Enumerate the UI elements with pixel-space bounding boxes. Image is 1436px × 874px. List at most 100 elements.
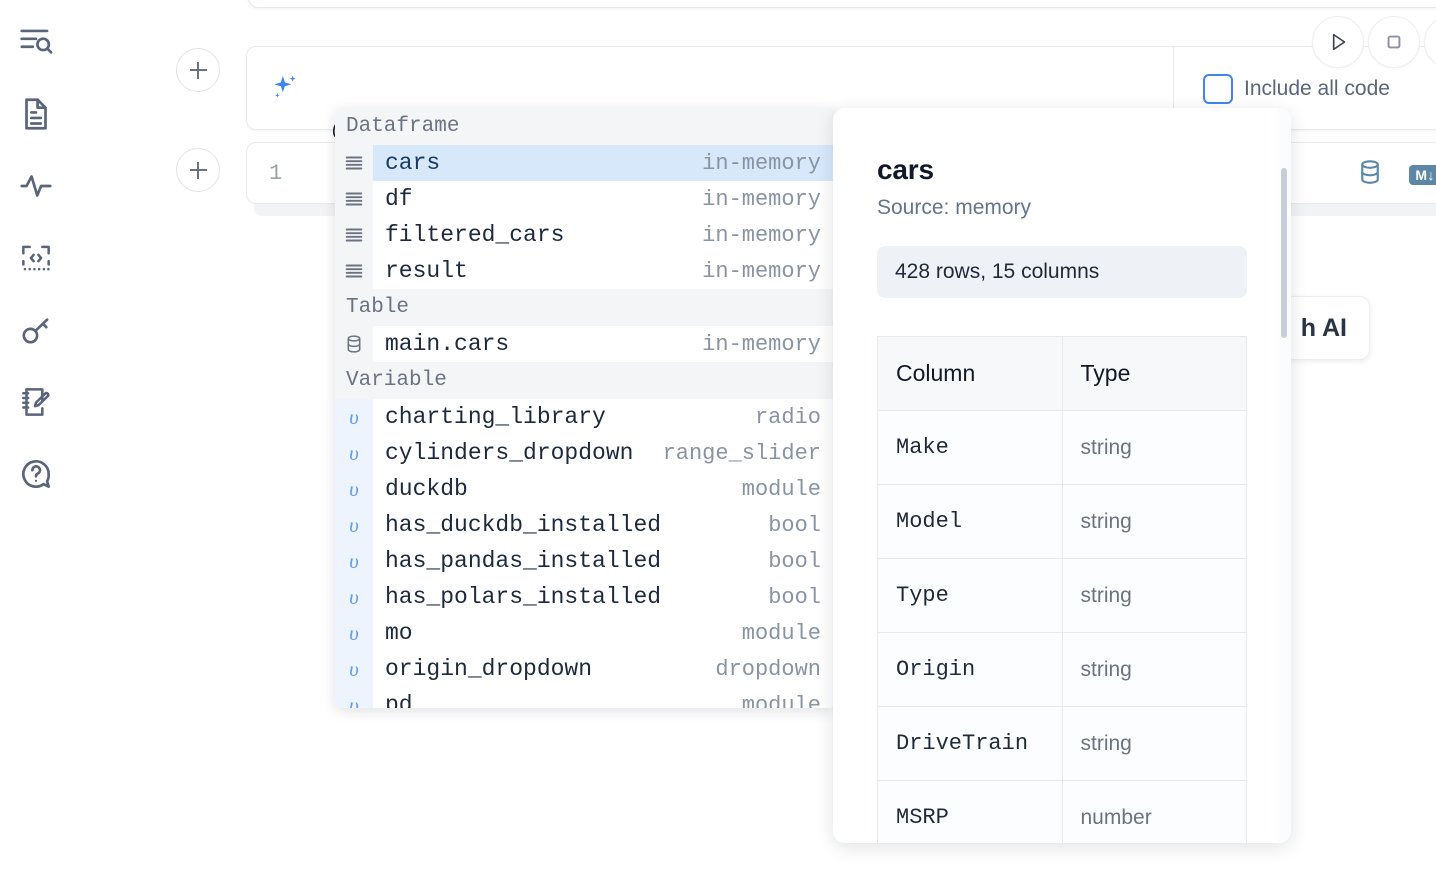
- autocomplete-item-name: has_polars_installed: [385, 584, 662, 610]
- preview-scrollbar-thumb[interactable]: [1281, 168, 1287, 338]
- autocomplete-item-kind: module: [741, 692, 821, 709]
- dataframe-rows-icon: [335, 145, 373, 181]
- help-chat-icon[interactable]: [12, 450, 60, 498]
- plus-icon-vertical: [197, 61, 199, 79]
- plus-icon-vertical: [197, 161, 199, 179]
- schema-column-type: string: [1061, 410, 1247, 485]
- preview-source: Source: memory: [877, 196, 1032, 219]
- left-icon-rail: [0, 0, 72, 874]
- activity-icon[interactable]: [12, 162, 60, 210]
- key-icon[interactable]: [12, 306, 60, 354]
- include-all-code-checkbox[interactable]: [1203, 74, 1233, 104]
- schema-column-name: Make: [877, 410, 1063, 485]
- autocomplete-item-name: charting_library: [385, 404, 606, 430]
- autocomplete-item-kind: bool: [768, 512, 821, 538]
- autocomplete-item-name: df: [385, 186, 413, 212]
- include-all-code-row[interactable]: Include all code: [1203, 74, 1390, 104]
- autocomplete-item-name: origin_dropdown: [385, 656, 593, 682]
- autocomplete-item-kind: module: [741, 620, 821, 646]
- include-all-code-label: Include all code: [1244, 77, 1390, 100]
- scratchpad-edit-icon[interactable]: [12, 378, 60, 426]
- schema-column-type: number: [1061, 780, 1247, 843]
- autocomplete-item-body: pd module: [373, 687, 835, 708]
- autocomplete-group-header: Table: [335, 289, 835, 326]
- preview-scrollbar-track[interactable]: [1277, 108, 1291, 843]
- autocomplete-item-kind: in-memory: [702, 258, 821, 284]
- autocomplete-group-header: Variable: [335, 362, 835, 399]
- variable-upsilon-icon: υ: [335, 651, 373, 687]
- database-icon[interactable]: [1355, 157, 1385, 192]
- autocomplete-item-body: cars in-memory: [373, 145, 835, 181]
- autocomplete-item-kind: in-memory: [702, 331, 821, 357]
- file-text-icon[interactable]: [12, 90, 60, 138]
- markdown-icon[interactable]: M↓: [1409, 164, 1436, 185]
- previous-cell-edge: [248, 0, 1436, 8]
- header-column: Column: [877, 336, 1063, 411]
- autocomplete-item-name: cars: [385, 150, 441, 176]
- autocomplete-item-name: has_duckdb_installed: [385, 512, 662, 538]
- variable-upsilon-icon: υ: [335, 507, 373, 543]
- variable-upsilon-icon: υ: [335, 399, 373, 435]
- autocomplete-item-name: has_pandas_installed: [385, 548, 662, 574]
- variable-upsilon-icon: υ: [335, 615, 373, 651]
- cell-icon-group: M↓: [1355, 157, 1436, 192]
- dataframe-rows-icon: [335, 253, 373, 289]
- run-button[interactable]: [1312, 16, 1364, 68]
- add-cell-above-button[interactable]: [176, 48, 220, 92]
- variable-upsilon-icon: υ: [335, 687, 373, 708]
- preview-table-head: Column Type: [877, 336, 1247, 411]
- database-icon: [335, 326, 373, 362]
- autocomplete-item-name: filtered_cars: [385, 222, 565, 248]
- dataset-preview-panel: cars Source: memory 428 rows, 15 columns…: [833, 108, 1291, 843]
- autocomplete-item-body: main.cars in-memory: [373, 326, 835, 362]
- add-cell-below-button[interactable]: [176, 148, 220, 192]
- line-number: 1: [269, 161, 283, 186]
- schema-column-name: MSRP: [877, 780, 1063, 843]
- autocomplete-item[interactable]: υ has_duckdb_installed bool: [335, 507, 835, 543]
- autocomplete-item-name: pd: [385, 692, 413, 708]
- autocomplete-item[interactable]: cars in-memory: [335, 145, 835, 181]
- autocomplete-item-kind: in-memory: [702, 150, 821, 176]
- schema-column-name: DriveTrain: [877, 706, 1063, 781]
- autocomplete-item-name: main.cars: [385, 331, 510, 357]
- stop-button[interactable]: [1368, 16, 1420, 68]
- explore-search-icon[interactable]: [12, 18, 60, 66]
- autocomplete-item[interactable]: main.cars in-memory: [335, 326, 835, 362]
- schema-column-type: string: [1061, 558, 1247, 633]
- schema-column-type: string: [1061, 706, 1247, 781]
- autocomplete-item-kind: range_slider: [662, 440, 821, 466]
- autocomplete-item-name: duckdb: [385, 476, 468, 502]
- schema-column-type: string: [1061, 632, 1247, 707]
- code-brackets-icon[interactable]: [12, 234, 60, 282]
- ai-cell-divider: [1173, 47, 1174, 131]
- sparkles-icon: [267, 71, 301, 105]
- schema-column-name: Type: [877, 558, 1063, 633]
